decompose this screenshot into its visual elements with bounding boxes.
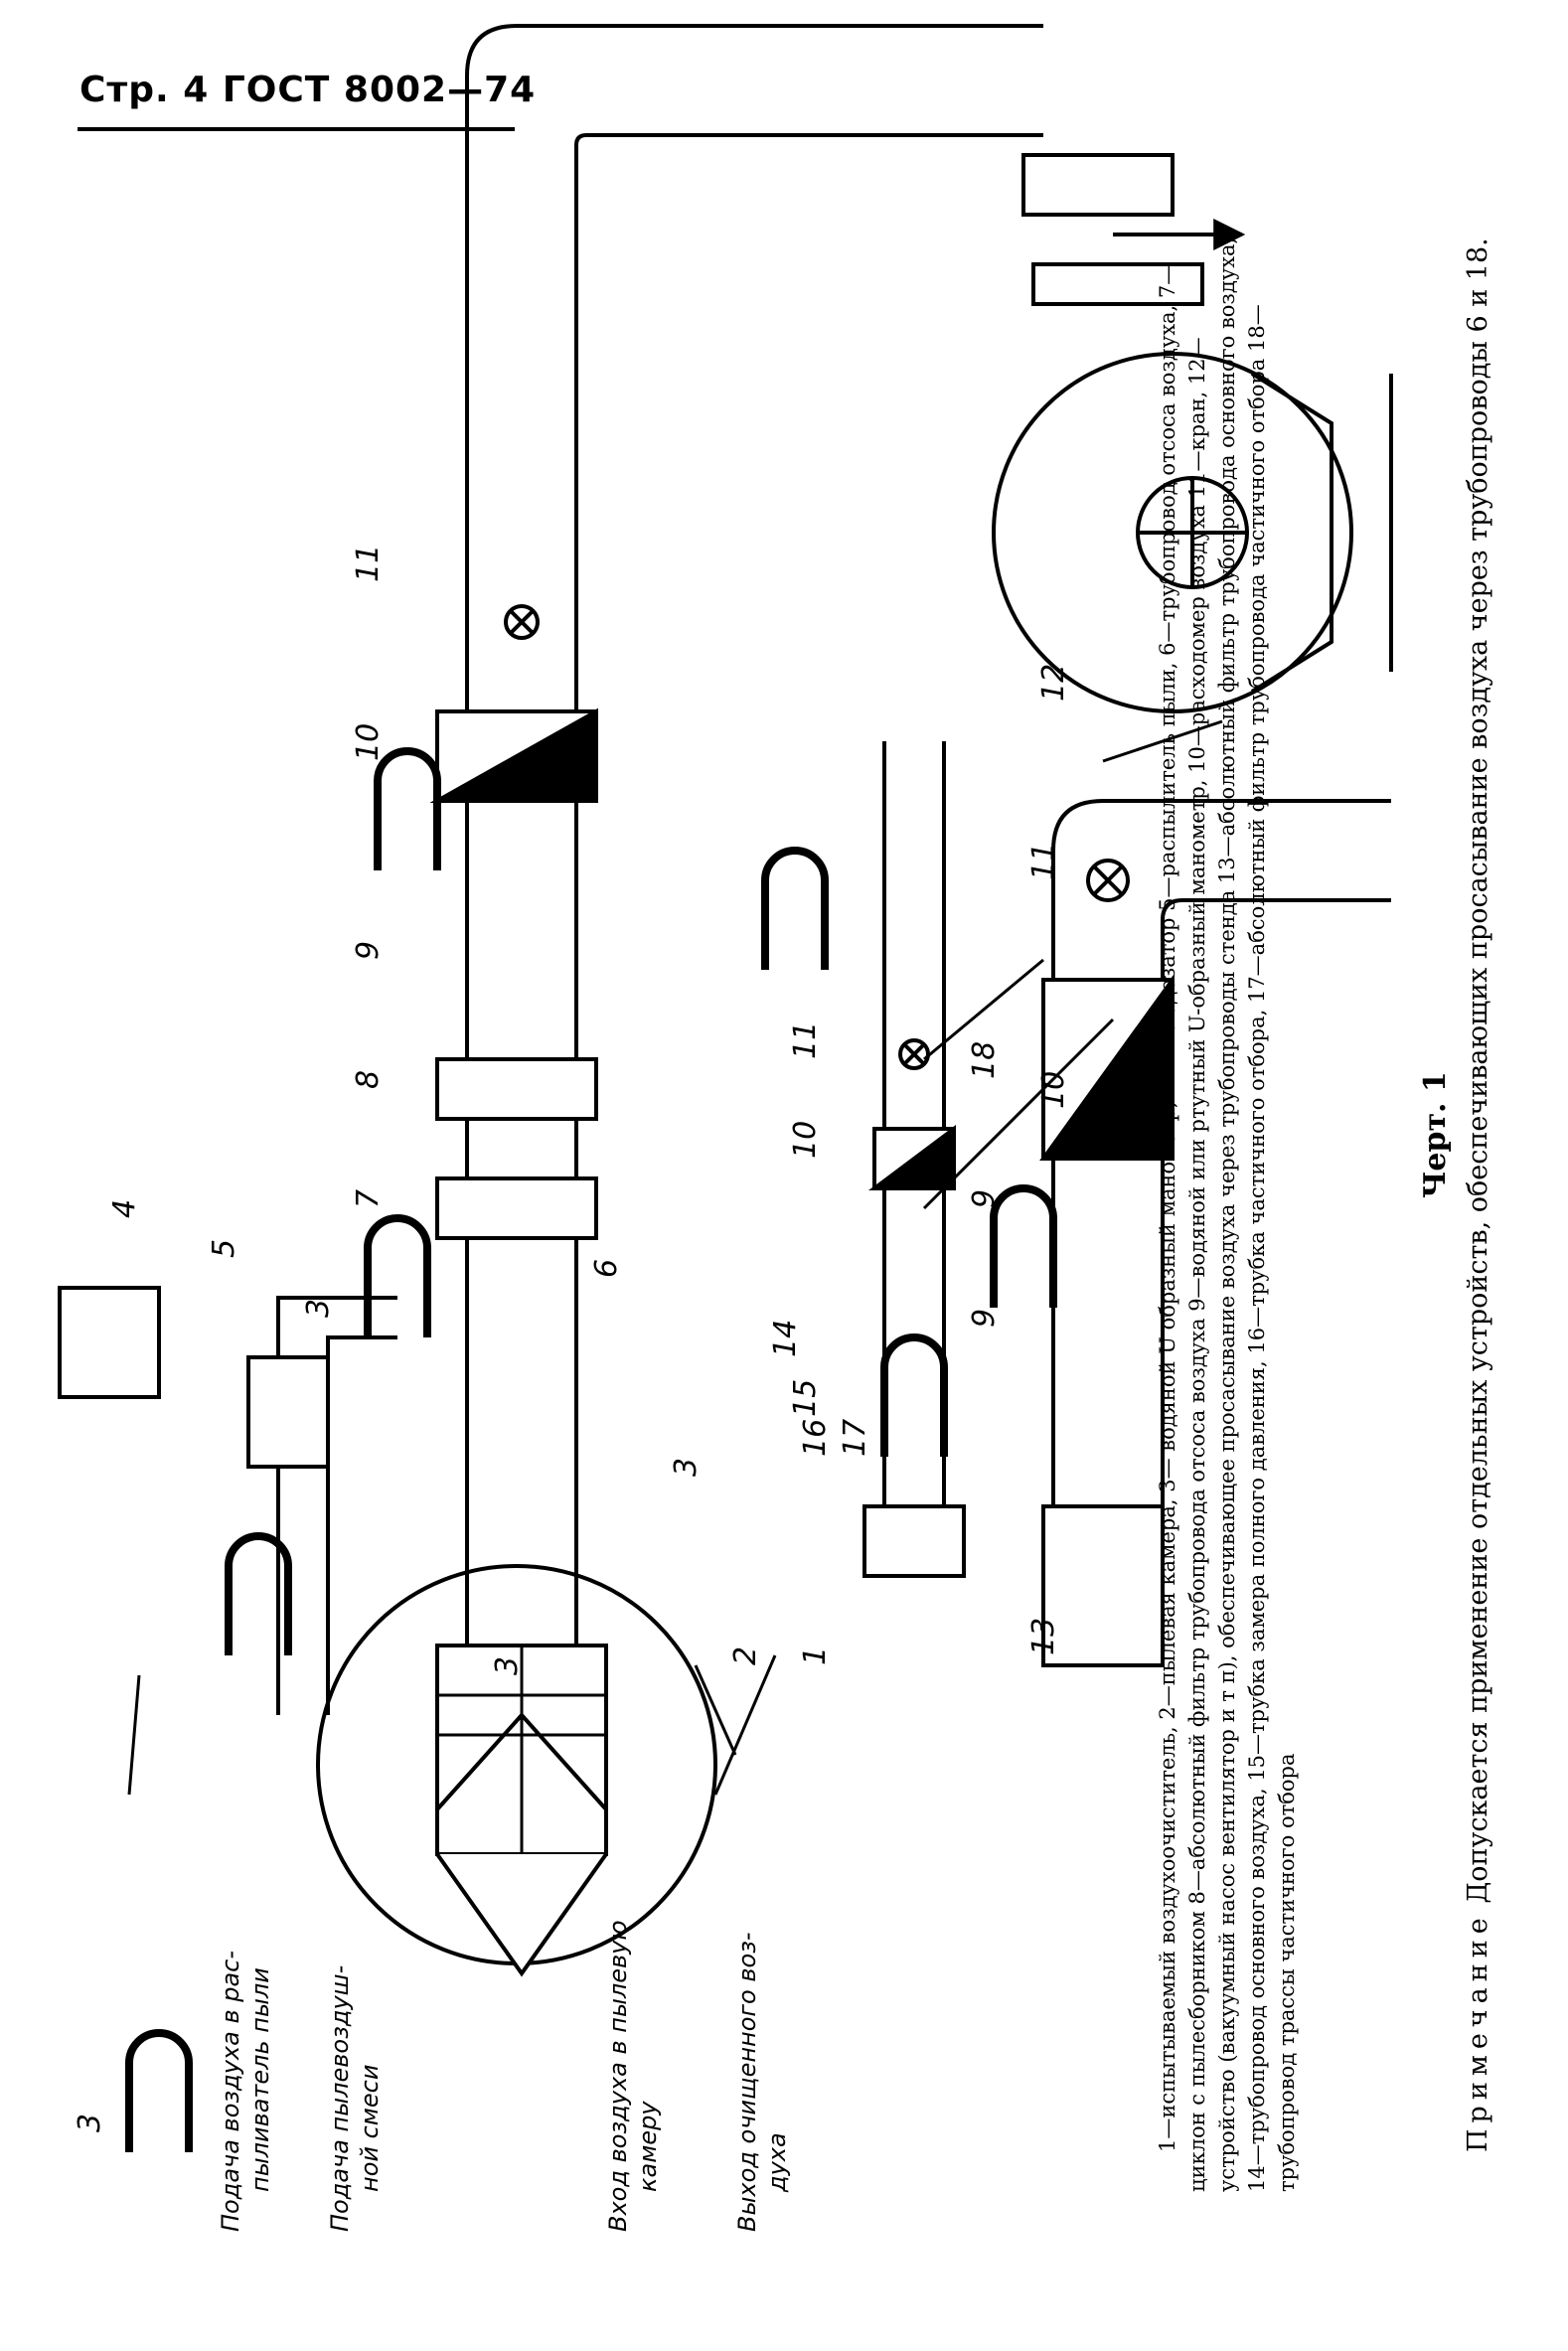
label-12: 12: [1036, 664, 1071, 702]
flow-labels: Подача воздуха в рас- пыливатель пыли По…: [217, 1920, 791, 2232]
flow-label-air-out-2: духа: [763, 2132, 791, 2193]
manometer-3-c: [880, 1333, 948, 1457]
label-5: 5: [207, 1239, 241, 1258]
label-9-b: 9: [967, 1309, 1002, 1328]
label-15: 15: [788, 1379, 823, 1417]
manometer-3-d: [364, 1214, 431, 1337]
valve-11-middle: [898, 1038, 930, 1070]
cyclone-7: [435, 1176, 598, 1240]
label-13: 13: [1026, 1618, 1061, 1655]
valve-11-top: [504, 604, 540, 640]
air-cleaner: [435, 1644, 608, 1977]
label-10-c: 10: [788, 1121, 823, 1159]
label-9-a: 9: [351, 941, 386, 960]
flow-label-air-in-2: камеру: [634, 2101, 662, 2192]
absolute-filter-13: [1041, 1504, 1165, 1667]
label-11-c: 11: [788, 1021, 823, 1059]
manometer-3-a: [125, 2029, 193, 2152]
dust-feed-pipe: [276, 1296, 397, 1715]
flow-label-air-to-duster-1: Подача воздуха в рас-: [217, 1951, 244, 2232]
label-1: 1: [798, 1646, 833, 1665]
label-6: 6: [589, 1259, 624, 1278]
label-11-a: 11: [351, 545, 386, 582]
label-7: 7: [351, 1189, 386, 1208]
label-17: 17: [838, 1419, 872, 1457]
note-label: Примечание: [1463, 1912, 1493, 2152]
vacuum-device-12: [992, 153, 1393, 713]
label-11-b: 11: [1026, 843, 1061, 880]
label-3-d: 3: [301, 1299, 336, 1318]
label-4: 4: [107, 1199, 142, 1218]
flow-label-air-out-1: Выход очищенного воз-: [733, 1932, 761, 2232]
absolute-filter-8: [435, 1057, 598, 1121]
label-10-a: 10: [351, 723, 386, 761]
valve-11-bottom: [1086, 859, 1130, 902]
flow-label-dust-mix-1: Подача пылевоздуш-: [326, 1965, 354, 2232]
absolute-filter-17: [862, 1504, 966, 1578]
label-10-b: 10: [1036, 1071, 1071, 1109]
header-rule: [78, 127, 515, 131]
label-14: 14: [768, 1320, 803, 1357]
dust-dispenser-4: [58, 1286, 161, 1399]
note-text: Допускается применение отдельных устройс…: [1463, 237, 1493, 1904]
page-header: Стр. 4 ГОСТ 8002—74: [79, 70, 537, 110]
flow-label-dust-mix-2: ной смеси: [356, 2065, 384, 2192]
label-3-c: 3: [669, 1458, 704, 1477]
flowmeter-10-top: [429, 707, 598, 803]
main-air-pipe-14: [1051, 799, 1391, 1646]
label-8: 8: [351, 1070, 386, 1089]
dust-sprayer-5: [246, 1355, 330, 1469]
figure-title: Черт. 1: [1418, 1071, 1453, 1198]
label-9-c: 9: [967, 1189, 1002, 1208]
figure-legend: 1—испытываемый воздухоочиститель, 2—пыле…: [1156, 236, 1299, 2192]
flow-label-air-to-duster-2: пыливатель пыли: [246, 1967, 274, 2192]
label-18: 18: [967, 1041, 1002, 1079]
label-3-b: 3: [490, 1656, 525, 1675]
note: Примечание Допускается применение отдель…: [1461, 215, 1496, 2192]
label-3-a: 3: [73, 2114, 107, 2132]
label-2: 2: [728, 1646, 763, 1665]
label-16: 16: [798, 1419, 833, 1457]
flowmeter-10-bottom: [1039, 973, 1175, 1161]
leader-lines: [127, 719, 1223, 1796]
manometer-9-c: [761, 847, 829, 970]
manometer-3-b: [225, 1532, 292, 1655]
manometer-9-b: [990, 1184, 1057, 1308]
flow-label-air-in-1: Вход воздуха в пылевую: [604, 1920, 632, 2232]
part-labels: 3 4 5 2 1 3 3 3 13 14 15 16 17 7 8 9 9 9…: [73, 545, 1071, 2132]
flowmeter-10-middle: [868, 1125, 956, 1190]
suction-pipe-6: [465, 24, 1043, 1646]
manometer-9-a: [374, 747, 441, 870]
